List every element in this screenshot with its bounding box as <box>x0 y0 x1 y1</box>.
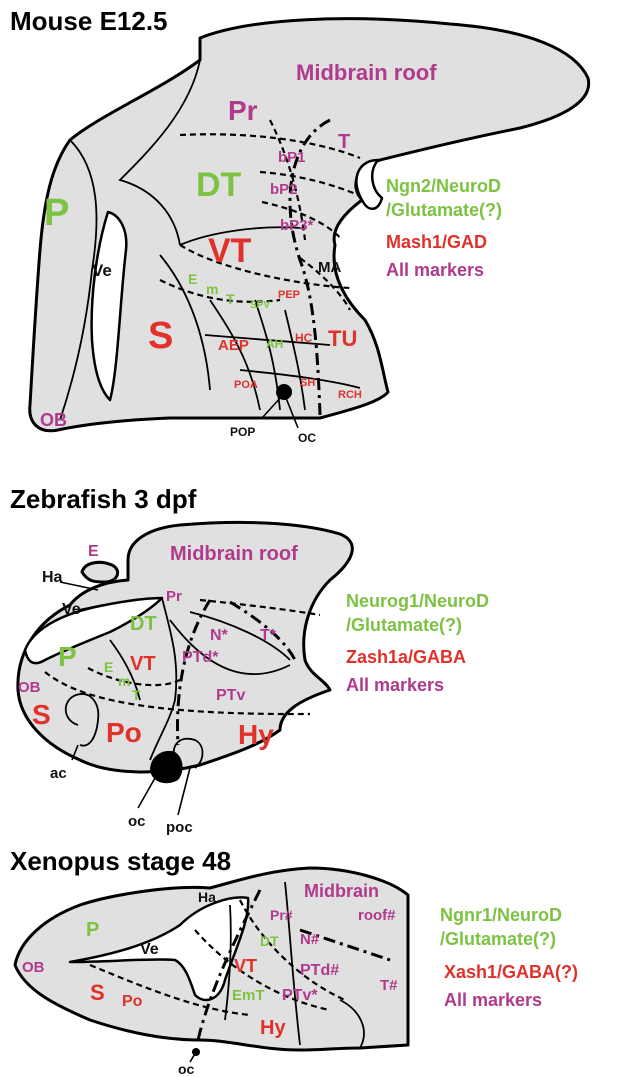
zebrafish-e-label: E <box>104 659 113 675</box>
zebrafish-hy-label: Hy <box>238 719 274 750</box>
zebrafish-epiphysis <box>82 562 118 582</box>
xenopus-t-label: T# <box>380 977 398 994</box>
mouse-p-label: P <box>44 192 69 234</box>
xenopus-s-label: S <box>90 980 105 1005</box>
mouse-t-label: T <box>338 131 350 153</box>
xenopus-ptv-label: PTv* <box>282 987 318 1004</box>
mouse-bp3-label: bP3* <box>280 217 314 234</box>
zebrafish-vt-label: VT <box>130 653 156 675</box>
zebrafish-t-label: T* <box>260 627 277 644</box>
zebrafish-pr-label: Pr <box>166 588 182 605</box>
zebrafish-legend-purple: All markers <box>346 675 444 695</box>
zebrafish-e-top-label: E <box>88 543 99 560</box>
mouse-panel: Mouse E12.5 Midbrain roof Pr T <box>10 6 589 445</box>
xenopus-po-label: Po <box>122 993 143 1010</box>
zebrafish-oc-label: oc <box>128 813 146 830</box>
mouse-legend-green-line1: Ngn2/NeuroD <box>386 176 501 196</box>
zebrafish-dt-label: DT <box>130 613 157 635</box>
mouse-midbrain-roof-label: Midbrain roof <box>296 60 437 85</box>
mouse-poa-label: POA <box>234 379 258 391</box>
zebrafish-ha-pointer <box>60 582 98 590</box>
xenopus-oc-label: oc <box>178 1061 195 1077</box>
xenopus-p-label: P <box>86 919 99 941</box>
xenopus-midbrain-label: Midbrain <box>304 881 379 901</box>
zebrafish-legend-green-line1: Neurog1/NeuroD <box>346 591 489 611</box>
zebrafish-oc-pointer <box>138 778 155 808</box>
zebrafish-poc-label: poc <box>166 819 193 836</box>
zebrafish-po-label: Po <box>106 717 142 748</box>
zebrafish-panel: Zebrafish 3 dpf E Ha Midbrain roof Pr <box>10 484 494 836</box>
xenopus-legend-red: Xash1/GABA(?) <box>444 962 578 982</box>
xenopus-ha-label: Ha <box>198 889 216 905</box>
mouse-m-label: m <box>206 281 218 297</box>
zebrafish-s-label: S <box>32 699 51 730</box>
zebrafish-p-label: P <box>58 641 77 672</box>
xenopus-n-label: N# <box>300 931 320 948</box>
mouse-pop-label: POP <box>230 425 255 439</box>
xenopus-legend-green-line1: Ngnr1/NeuroD <box>440 905 562 925</box>
zebrafish-ptv-label: PTv <box>216 687 245 704</box>
xenopus-title: Xenopus stage 48 <box>10 846 231 876</box>
xenopus-legend-purple: All markers <box>444 990 542 1010</box>
zebrafish-ob-label: OB <box>18 679 41 696</box>
mouse-tu-label: TU <box>328 326 357 351</box>
mouse-legend-green: Ngn2/NeuroD /Glutamate(?) <box>386 176 506 220</box>
mouse-pep-label: PEP <box>278 289 300 301</box>
xenopus-ptd-label: PTd# <box>300 962 339 979</box>
zebrafish-title: Zebrafish 3 dpf <box>10 484 197 514</box>
mouse-spv-label: SPV <box>250 300 270 311</box>
xenopus-ve-label: Ve <box>140 941 159 958</box>
mouse-sh-label: SH <box>300 377 315 389</box>
xenopus-ob-label: OB <box>22 959 45 976</box>
mouse-aep-label: AEP <box>218 337 249 354</box>
mouse-s-label: S <box>148 315 173 357</box>
mouse-legend-red: Mash1/GAD <box>386 232 487 252</box>
zebrafish-ptd-label: PTd* <box>182 649 219 666</box>
xenopus-pr-label: Pr# <box>270 907 293 923</box>
mouse-vt-label: VT <box>208 232 252 270</box>
mouse-bp2-label: bP2 <box>270 181 298 198</box>
mouse-ob-label: OB <box>40 410 67 430</box>
zebrafish-t2-label: T <box>132 687 141 703</box>
mouse-ve-label: Ve <box>92 261 112 280</box>
mouse-e-label: E <box>188 271 197 287</box>
mouse-dt-label: DT <box>196 166 242 204</box>
mouse-title: Mouse E12.5 <box>10 6 168 36</box>
mouse-oc-dot <box>276 384 292 400</box>
xenopus-legend-green: Ngnr1/NeuroD /Glutamate(?) <box>440 905 567 949</box>
zebrafish-legend-green-line2: /Glutamate(?) <box>346 615 462 635</box>
zebrafish-ve-label: Ve <box>62 601 81 618</box>
zebrafish-midbrain-roof-label: Midbrain roof <box>170 543 298 565</box>
xenopus-vt-label: VT <box>234 956 257 976</box>
zebrafish-legend-red: Zash1a/GABA <box>346 647 466 667</box>
xenopus-legend-green-line2: /Glutamate(?) <box>440 929 556 949</box>
mouse-legend-purple: All markers <box>386 260 484 280</box>
zebrafish-ha-label: Ha <box>42 569 63 586</box>
mouse-ah-label: AH <box>266 337 283 351</box>
xenopus-hy-label: Hy <box>260 1017 286 1039</box>
zebrafish-legend-green: Neurog1/NeuroD /Glutamate(?) <box>346 591 494 635</box>
mouse-oc-label: OC <box>298 431 316 445</box>
mouse-rch-label: RCH <box>338 389 362 401</box>
mouse-t2-label: T <box>226 291 235 307</box>
xenopus-roof-label: roof# <box>358 907 396 924</box>
mouse-bp1-label: bP1 <box>278 149 306 166</box>
zebrafish-n-label: N* <box>210 627 229 644</box>
zebrafish-m-label: m <box>118 673 130 689</box>
xenopus-panel: Xenopus stage 48 Ha Midbrain roof# P Pr#… <box>10 846 578 1077</box>
xenopus-emt-label: EmT <box>232 987 265 1004</box>
mouse-hc-label: HC <box>295 331 313 345</box>
xenopus-dt-label: DT <box>260 933 279 949</box>
mouse-pr-label: Pr <box>228 95 258 126</box>
zebrafish-ac-label: ac <box>50 765 67 782</box>
mouse-ma-label: MA <box>318 259 341 276</box>
mouse-legend-green-line2: /Glutamate(?) <box>386 200 502 220</box>
